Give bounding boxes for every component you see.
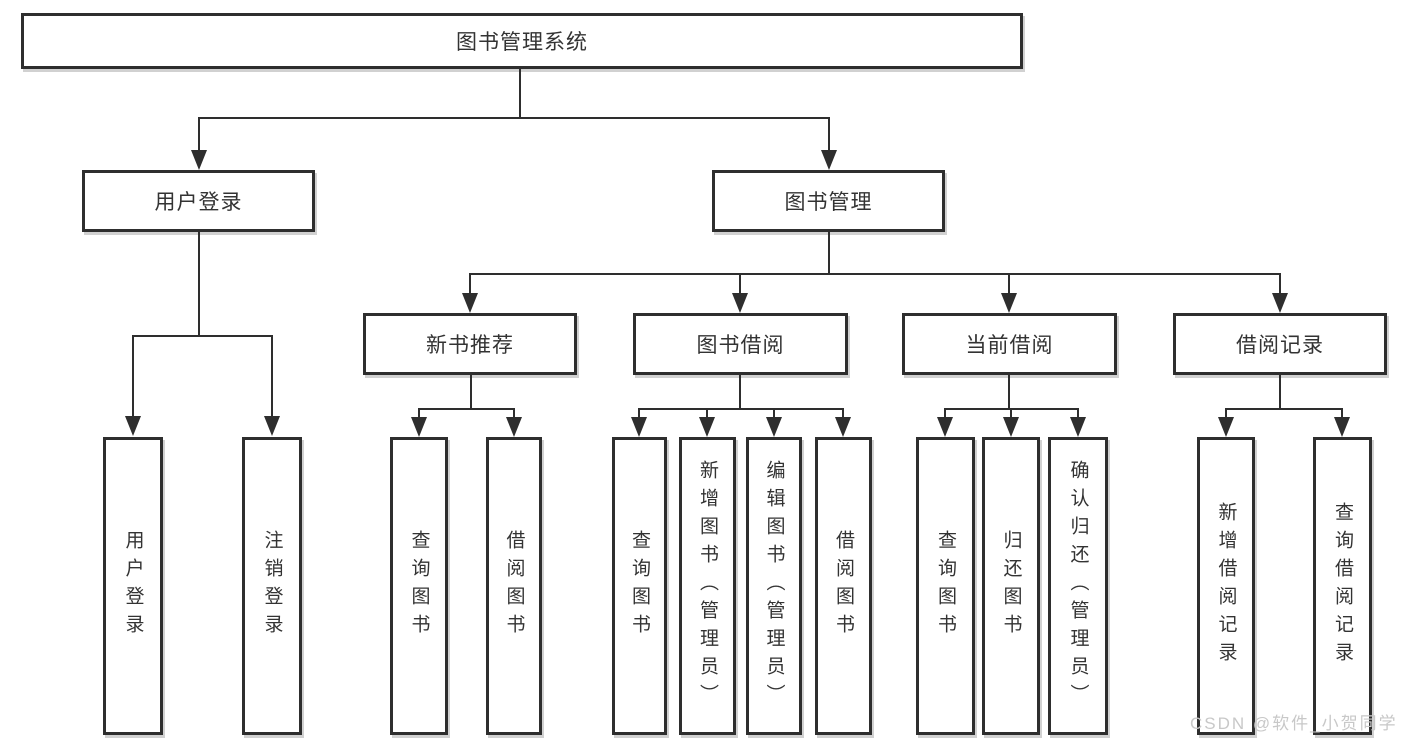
node-borrow-records: 借阅记录: [1173, 313, 1387, 375]
node-book-borrow: 图书借阅: [633, 313, 848, 375]
node-current-borrow: 当前借阅: [902, 313, 1117, 375]
leaf-add-borrow-record: 新增借阅记录: [1197, 437, 1255, 735]
leaf-query-books-1: 查询图书: [390, 437, 448, 735]
leaf-query-books-3: 查询图书: [916, 437, 975, 735]
connector-arrow-shaft: [1341, 408, 1343, 420]
arrow-down-icon: [462, 293, 478, 313]
connector-arrow-shaft: [513, 408, 515, 420]
arrow-down-icon: [264, 416, 280, 436]
arrow-down-icon: [411, 417, 427, 437]
leaf-confirm-return-admin-label: 确认归还（管理员）: [1067, 460, 1089, 712]
leaf-user-login-label: 用户登录: [122, 530, 144, 642]
node-root-label: 图书管理系统: [456, 31, 588, 54]
connector-arrow-shaft: [739, 273, 741, 297]
leaf-add-books-admin-label: 新增图书（管理员）: [697, 460, 718, 712]
connector-book-management-stem: [828, 232, 830, 273]
arrow-down-icon: [1070, 417, 1086, 437]
connector-arrow-shaft: [638, 408, 640, 420]
arrow-down-icon: [506, 417, 522, 437]
connector-new-book-bar: [418, 408, 515, 410]
connector-book-management-bar: [469, 273, 1281, 275]
connector-new-book-stem: [470, 375, 472, 408]
connector-borrow-records-stem: [1279, 375, 1281, 408]
arrow-down-icon: [1003, 417, 1019, 437]
leaf-logout-login-label: 注销登录: [261, 530, 283, 642]
leaf-query-borrow-record: 查询借阅记录: [1313, 437, 1372, 735]
arrow-down-icon: [1218, 417, 1234, 437]
connector-arrow-shaft: [132, 335, 134, 418]
connector-arrow-shaft: [842, 408, 844, 420]
arrow-down-icon: [821, 150, 837, 170]
leaf-query-books-3-label: 查询图书: [935, 530, 956, 642]
connector-arrow-shaft: [469, 273, 471, 297]
arrow-down-icon: [1001, 293, 1017, 313]
leaf-query-books-1-label: 查询图书: [408, 530, 430, 642]
node-user-login: 用户登录: [82, 170, 315, 232]
connector-arrow-shaft: [1279, 273, 1281, 297]
node-book-borrow-label: 图书借阅: [696, 334, 785, 357]
node-new-book-recommend-label: 新书推荐: [426, 334, 514, 357]
arrow-down-icon: [937, 417, 953, 437]
connector-borrow-records-bar: [1225, 408, 1343, 410]
connector-user-login-stem: [198, 232, 200, 335]
leaf-query-borrow-record-label: 查询借阅记录: [1332, 502, 1353, 670]
connector-user-login-bar: [132, 335, 273, 337]
leaf-return-books-label: 归还图书: [1000, 530, 1022, 642]
leaf-borrow-books-2-label: 借阅图书: [833, 530, 854, 642]
connector-arrow-shaft: [271, 335, 273, 418]
leaf-query-books-2-label: 查询图书: [629, 530, 650, 642]
leaf-return-books: 归还图书: [982, 437, 1040, 735]
arrow-down-icon: [631, 417, 647, 437]
connector-arrow-shaft: [828, 117, 830, 154]
arrow-down-icon: [766, 417, 782, 437]
leaf-borrow-books-1-label: 借阅图书: [503, 530, 525, 642]
leaf-edit-books-admin: 编辑图书（管理员）: [746, 437, 802, 735]
leaf-add-books-admin: 新增图书（管理员）: [679, 437, 736, 735]
connector-arrow-shaft: [1225, 408, 1227, 420]
leaf-logout-login: 注销登录: [242, 437, 302, 735]
connector-book-borrow-bar: [638, 408, 844, 410]
connector-current-borrow-stem: [1008, 375, 1010, 408]
connector-arrow-shaft: [944, 408, 946, 420]
arrow-down-icon: [835, 417, 851, 437]
connector-root-stem: [519, 69, 521, 118]
arrow-down-icon: [1334, 417, 1350, 437]
arrow-down-icon: [732, 293, 748, 313]
node-book-management-label: 图书管理: [784, 191, 873, 214]
node-new-book-recommend: 新书推荐: [363, 313, 577, 375]
leaf-add-borrow-record-label: 新增借阅记录: [1215, 502, 1237, 670]
connector-arrow-shaft: [773, 408, 775, 420]
arrow-down-icon: [1272, 293, 1288, 313]
connector-root-bar: [198, 117, 830, 119]
node-borrow-records-label: 借阅记录: [1236, 334, 1324, 357]
leaf-borrow-books-1: 借阅图书: [486, 437, 542, 735]
node-user-login-label: 用户登录: [154, 191, 243, 214]
node-root: 图书管理系统: [21, 13, 1023, 69]
connector-arrow-shaft: [1008, 273, 1010, 297]
connector-arrow-shaft: [706, 408, 708, 420]
leaf-borrow-books-2: 借阅图书: [815, 437, 872, 735]
arrow-down-icon: [191, 150, 207, 170]
watermark: CSDN @软件_小贺同学: [1190, 714, 1398, 733]
connector-arrow-shaft: [418, 408, 420, 420]
leaf-query-books-2: 查询图书: [612, 437, 667, 735]
leaf-user-login: 用户登录: [103, 437, 163, 735]
arrow-down-icon: [125, 416, 141, 436]
node-book-management: 图书管理: [712, 170, 945, 232]
connector-book-borrow-stem: [739, 375, 741, 408]
connector-arrow-shaft: [1010, 408, 1012, 420]
arrow-down-icon: [699, 417, 715, 437]
leaf-edit-books-admin-label: 编辑图书（管理员）: [763, 460, 785, 712]
leaf-confirm-return-admin: 确认归还（管理员）: [1048, 437, 1108, 735]
node-current-borrow-label: 当前借阅: [965, 334, 1054, 357]
connector-arrow-shaft: [1077, 408, 1079, 420]
connector-arrow-shaft: [198, 117, 200, 154]
